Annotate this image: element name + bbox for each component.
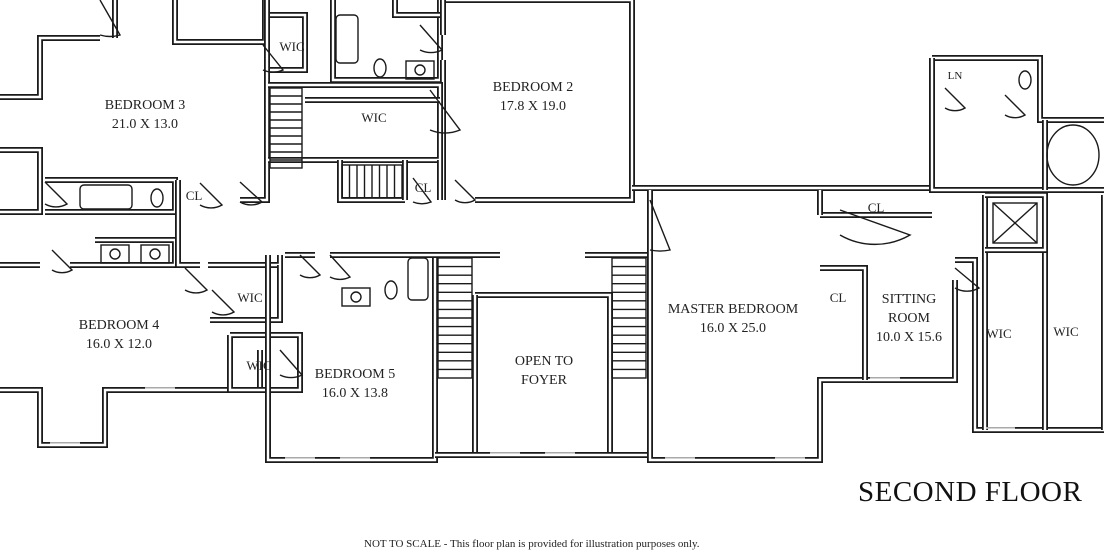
door-swing xyxy=(954,267,981,292)
wic-label: WIC xyxy=(986,326,1012,341)
wall xyxy=(0,35,100,100)
wall-inner xyxy=(820,266,867,380)
wall-inner xyxy=(475,293,612,455)
door-swing xyxy=(649,199,671,252)
wall-inner xyxy=(0,36,100,99)
door-swing xyxy=(412,177,433,205)
wall-inner xyxy=(932,56,1104,122)
wall xyxy=(955,257,1104,433)
wic-label: WIC xyxy=(1053,324,1079,339)
wall-inner xyxy=(393,0,440,17)
toilet xyxy=(1018,70,1032,90)
sink xyxy=(341,287,371,307)
linen-label: LN xyxy=(947,70,963,82)
wall-inner xyxy=(268,83,442,162)
disclaimer: NOT TO SCALE - This floor plan is provid… xyxy=(364,538,700,550)
sink-basin xyxy=(149,248,161,260)
closet-label: CL xyxy=(185,188,203,203)
sink xyxy=(100,244,130,264)
door-swing xyxy=(211,289,236,316)
door-swing xyxy=(184,267,209,294)
stairs xyxy=(269,87,647,379)
door-swing xyxy=(51,249,74,274)
bathtub xyxy=(335,14,359,64)
door-swing xyxy=(1004,94,1027,119)
sink xyxy=(140,244,170,264)
wall-inner xyxy=(173,0,267,44)
door-swing xyxy=(429,89,462,134)
closet-label: CL xyxy=(829,290,847,305)
wall xyxy=(95,237,178,268)
wall-inner xyxy=(210,265,282,322)
wall-inner xyxy=(331,0,442,82)
wall xyxy=(820,265,868,380)
wall-inner xyxy=(0,350,262,447)
wall xyxy=(172,0,268,45)
door-swing xyxy=(454,179,477,204)
doors xyxy=(44,0,1027,459)
shower-drain xyxy=(992,202,1038,244)
wall xyxy=(0,147,43,215)
wic-label: WIC xyxy=(246,358,272,373)
bathtub xyxy=(1046,124,1100,186)
toilet xyxy=(373,58,387,78)
wall-inner xyxy=(270,13,307,72)
door-swing xyxy=(239,181,264,206)
walls xyxy=(0,0,1104,463)
wic-label: WIC xyxy=(361,110,387,125)
wic-label: WIC xyxy=(237,290,263,305)
sink-basin xyxy=(350,291,362,303)
fixtures xyxy=(79,14,1100,307)
wic-label: WIC xyxy=(279,39,305,54)
wall xyxy=(392,0,440,18)
bathtub xyxy=(79,184,133,210)
wall-inner xyxy=(176,180,200,267)
wall-inner xyxy=(443,0,634,202)
closet-label: CL xyxy=(867,200,885,215)
sink xyxy=(405,60,435,80)
door-swing xyxy=(262,44,285,73)
toilet xyxy=(384,280,398,300)
door-swing xyxy=(944,87,967,112)
wall-inner xyxy=(228,333,302,392)
door-swing xyxy=(299,254,322,279)
wall-inner xyxy=(338,160,405,202)
wall-inner xyxy=(955,258,1104,432)
door-swing xyxy=(839,209,912,245)
shower xyxy=(992,202,1038,244)
closet-label: CL xyxy=(414,180,432,195)
wall-inner xyxy=(985,193,1047,252)
floor-title: SECOND FLOOR xyxy=(858,476,1083,508)
sink-basin xyxy=(109,248,121,260)
wall-inner xyxy=(0,148,42,214)
toilet xyxy=(150,188,164,208)
wall-inner xyxy=(648,190,957,462)
wall-inner xyxy=(266,255,437,462)
sink-basin xyxy=(414,64,426,76)
door-swing xyxy=(279,349,304,379)
door-swing xyxy=(44,181,69,208)
door-swing xyxy=(199,182,224,209)
door-swing xyxy=(99,0,122,38)
door-swing xyxy=(329,254,352,281)
wall xyxy=(265,255,438,463)
bathtub xyxy=(407,257,429,301)
door-swing xyxy=(419,24,444,54)
wall-inner xyxy=(240,0,269,202)
wall-inner xyxy=(95,238,177,267)
